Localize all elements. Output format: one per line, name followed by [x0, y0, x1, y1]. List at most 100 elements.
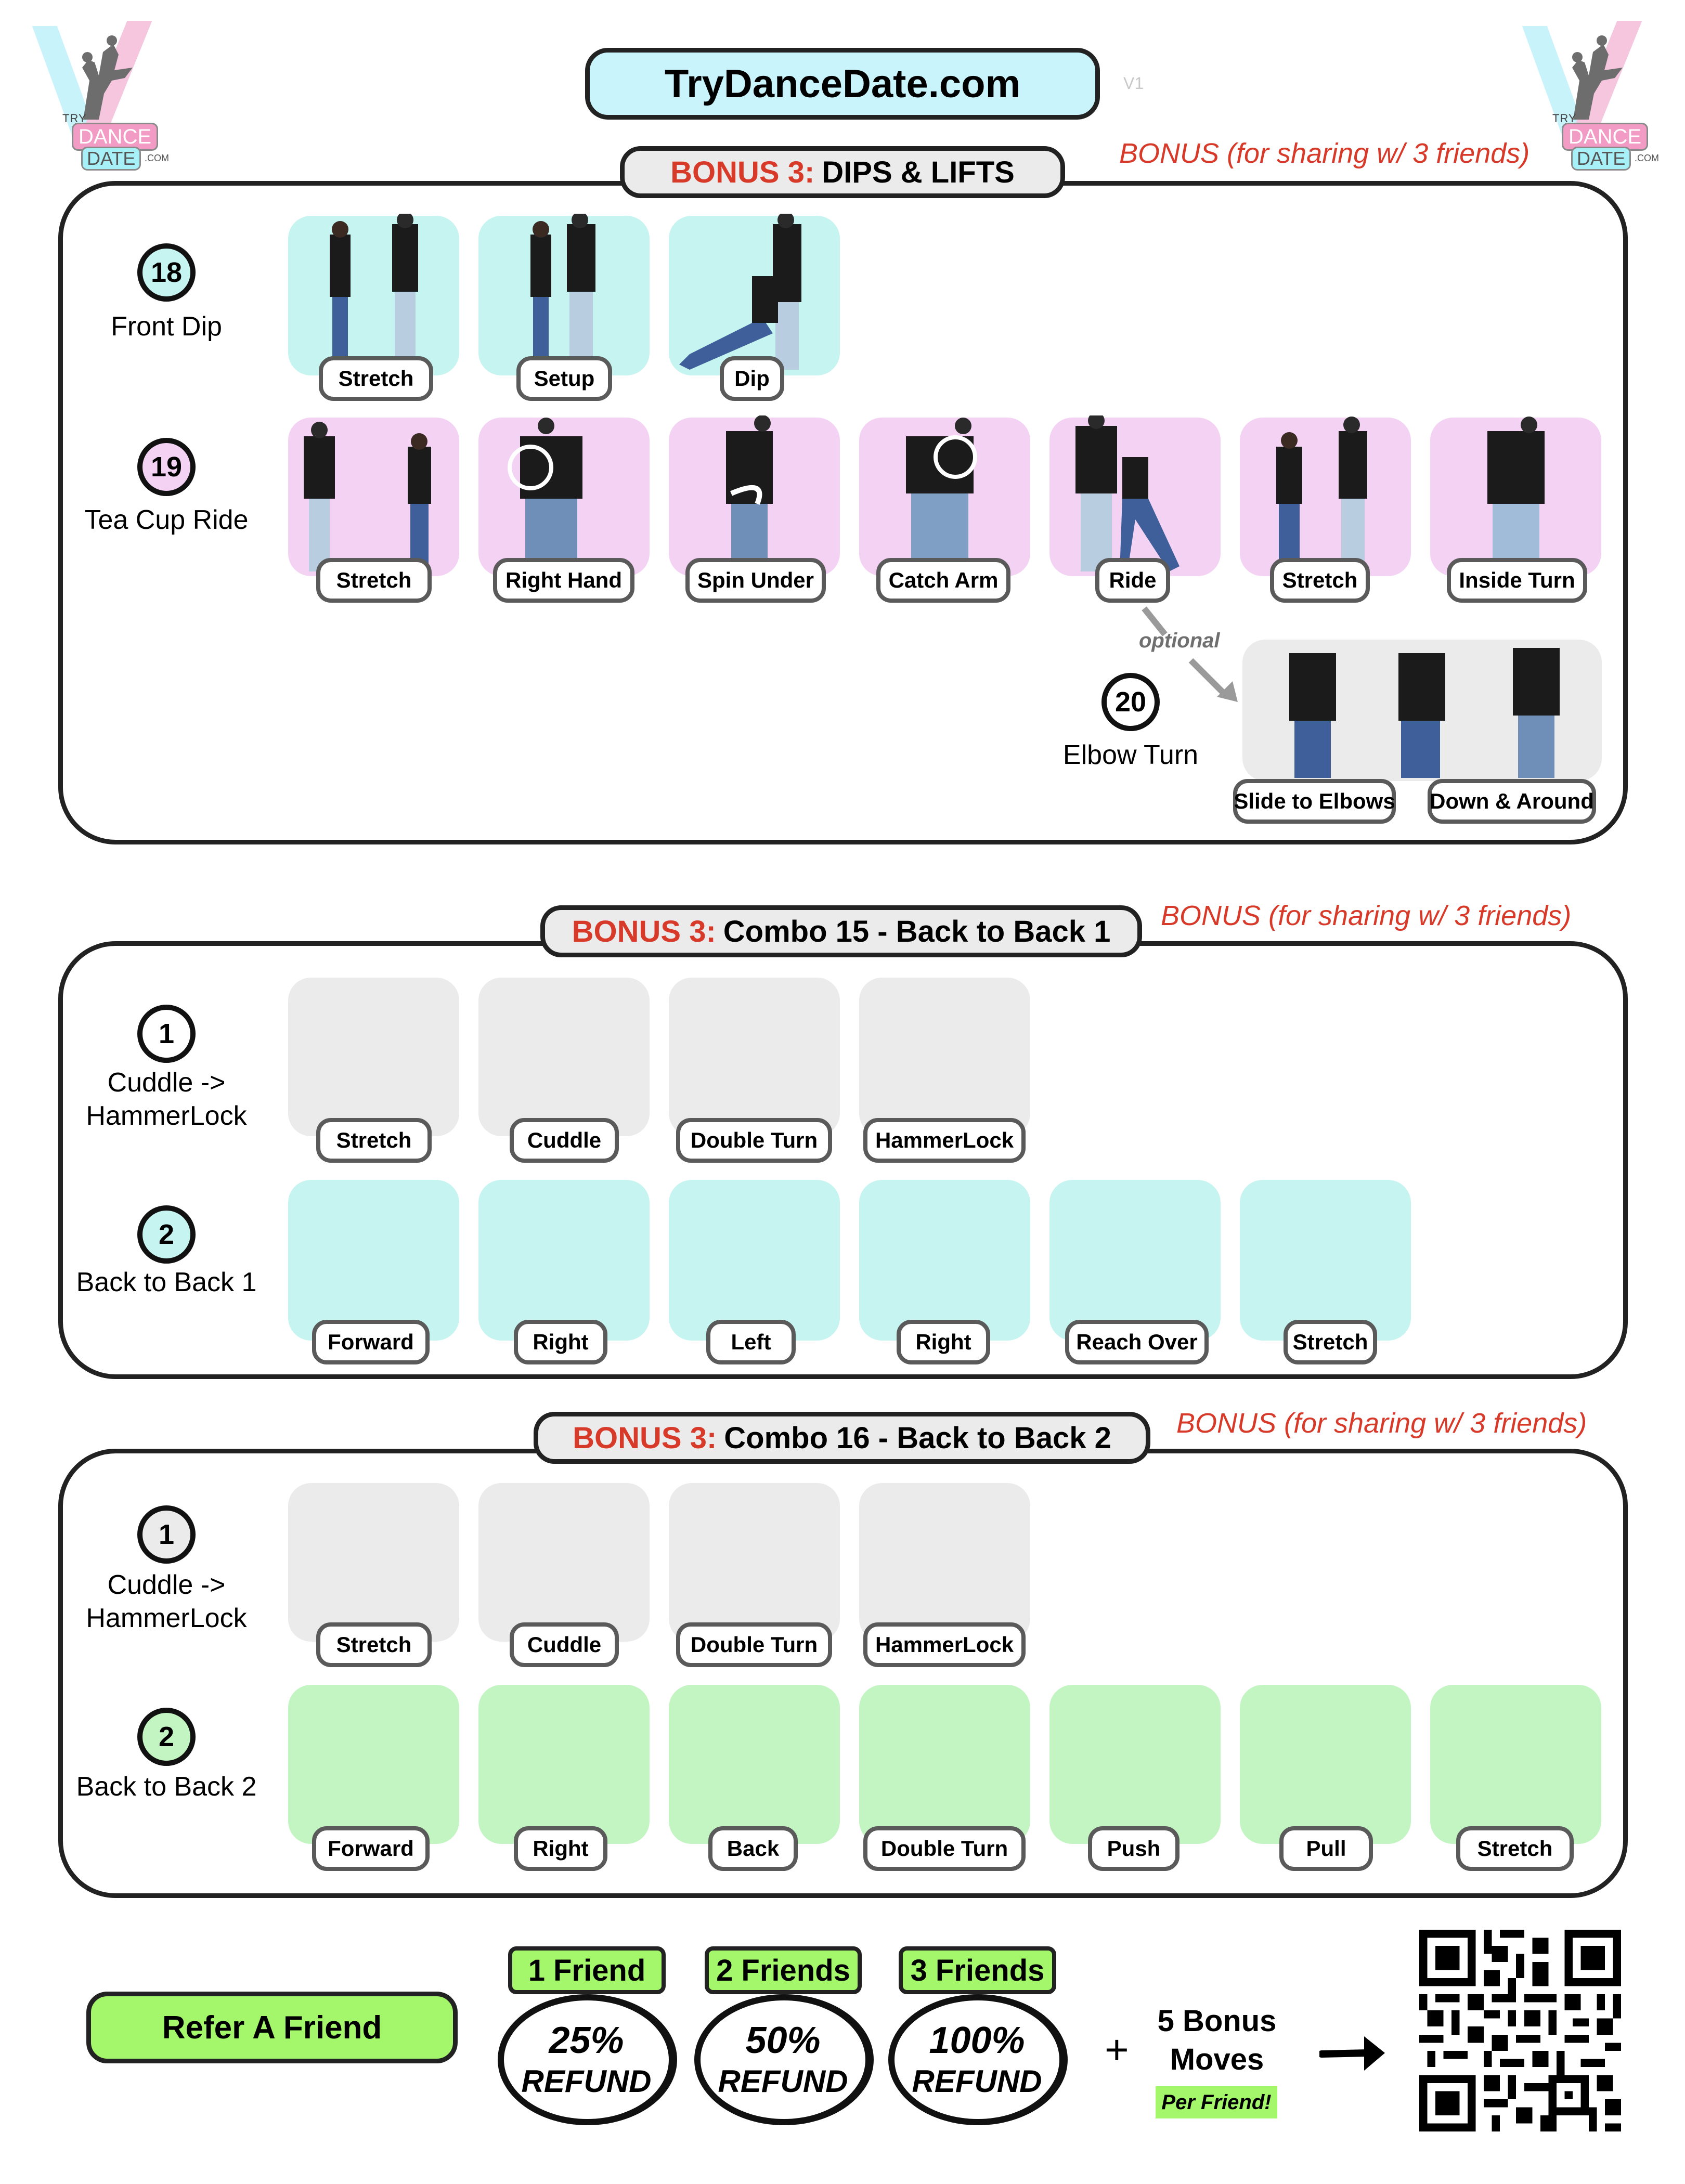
move-tile[interactable]: [1049, 415, 1221, 576]
refer-label[interactable]: Refer A Friend: [162, 2009, 382, 2046]
move-label: Stretch: [1456, 1826, 1574, 1871]
step-number-badge: 18: [137, 243, 196, 302]
move-tile[interactable]: [1240, 1685, 1411, 1844]
step-number-badge: 1: [137, 1505, 196, 1564]
dancing-couple-icon: [1572, 35, 1623, 120]
move-tile[interactable]: [1240, 417, 1411, 576]
site-title-box[interactable]: TryDanceDate.com: [585, 48, 1100, 120]
move-tile[interactable]: [288, 418, 459, 576]
move-tile[interactable]: [478, 1685, 650, 1844]
qr-code-icon[interactable]: [1419, 1930, 1621, 2131]
dancers-photo-icon: [508, 418, 582, 571]
move-label: Right: [514, 1320, 607, 1364]
move-label: Double Turn: [676, 1622, 832, 1667]
step-number: 19: [150, 451, 183, 483]
bonus-prefix: BONUS 3:: [573, 1421, 717, 1455]
move-tile[interactable]: [478, 214, 650, 375]
move-label: Spin Under: [685, 558, 826, 603]
move-tile[interactable]: [669, 1483, 840, 1642]
move-tile[interactable]: [669, 978, 840, 1136]
refund-oval-1: 25% REFUND: [498, 1994, 677, 2125]
dancers-photo-icon: [1289, 648, 1560, 778]
dancers-photo-icon: [530, 214, 595, 370]
step-number-badge: 2: [137, 1708, 196, 1766]
move-label: Inside Turn: [1447, 558, 1587, 603]
tier-friends: 3 Friends: [910, 1953, 1045, 1987]
move-tile[interactable]: [478, 1180, 650, 1341]
move-label: Reach Over: [1065, 1320, 1209, 1364]
move-label: Catch Arm: [876, 558, 1010, 603]
optional-label: optional: [1139, 629, 1220, 652]
move-label: Back: [708, 1826, 798, 1871]
tier-badge-3: 3 Friends: [899, 1946, 1056, 1994]
dancers-photo-icon: [726, 415, 773, 571]
move-tile[interactable]: [669, 1180, 840, 1341]
move-tile[interactable]: [288, 1483, 459, 1642]
move-tile[interactable]: [859, 1685, 1030, 1844]
step-number: 1: [158, 1018, 175, 1049]
trydancedate-logo-left: TRY DANCE DATE .COM: [32, 16, 169, 171]
section-header-pill: BONUS 3: Combo 15 - Back to Back 1: [540, 905, 1142, 957]
move-label: Cuddle: [510, 1622, 619, 1667]
bonus-prefix: BONUS 3:: [572, 914, 716, 948]
refund-word: REFUND: [521, 2064, 652, 2099]
move-tile[interactable]: [1240, 1180, 1411, 1341]
step-number: 20: [1114, 686, 1147, 718]
optional-arrow-icon: [1142, 606, 1238, 702]
move-label: Right: [514, 1826, 607, 1871]
move-tile[interactable]: [669, 415, 840, 576]
section-title: Combo 16 - Back to Back 2: [724, 1421, 1111, 1455]
trydancedate-logo-right: TRY DANCE DATE .COM: [1522, 16, 1659, 171]
move-name: Front Dip: [111, 311, 222, 342]
refund-percent: 25%: [549, 2020, 624, 2061]
move-tile[interactable]: [859, 418, 1030, 576]
move-tile[interactable]: [288, 978, 459, 1136]
refer-a-friend-button[interactable]: Refer A Friend: [86, 1992, 458, 2063]
move-tile[interactable]: [859, 1180, 1030, 1341]
move-label: Pull: [1279, 1826, 1373, 1871]
move-name-line2: HammerLock: [86, 1603, 247, 1633]
move-tile-wide[interactable]: [1242, 640, 1602, 781]
move-label: Double Turn: [863, 1826, 1026, 1871]
move-name: Back to Back 1: [76, 1267, 257, 1297]
move-tile[interactable]: [1430, 1685, 1601, 1844]
plus-icon: +: [1105, 2026, 1129, 2073]
logo-date: DATE: [1571, 147, 1631, 171]
section-title: DIPS & LIFTS: [822, 155, 1015, 189]
move-label: Stretch: [1270, 558, 1370, 603]
move-label: Double Turn: [676, 1118, 832, 1163]
move-tile[interactable]: [859, 1483, 1030, 1642]
step-number: 2: [158, 1721, 175, 1752]
step-number-badge: 19: [137, 438, 196, 496]
move-tile[interactable]: [859, 978, 1030, 1136]
site-title[interactable]: TryDanceDate.com: [664, 61, 1021, 106]
move-tile[interactable]: [288, 1685, 459, 1844]
move-tile[interactable]: [1049, 1180, 1221, 1341]
move-tile[interactable]: [478, 418, 650, 576]
move-label: Slide to Elbows: [1233, 779, 1396, 824]
move-tile[interactable]: [478, 1483, 650, 1642]
move-label: HammerLock: [863, 1118, 1026, 1163]
move-label: Forward: [312, 1826, 430, 1871]
move-tile[interactable]: [1049, 1685, 1221, 1844]
refund-oval-2: 50% REFUND: [694, 1994, 874, 2125]
move-tile[interactable]: [1430, 417, 1601, 576]
logo-dance: DANCE: [1562, 123, 1649, 151]
move-label: Right Hand: [493, 558, 634, 603]
logo-com: .COM: [145, 153, 169, 163]
move-name: Cuddle -> HammerLock: [73, 1066, 260, 1133]
move-label: HammerLock: [863, 1622, 1026, 1667]
tier-badge-2: 2 Friends: [705, 1946, 862, 1994]
move-label: Left: [706, 1320, 796, 1364]
move-label: Ride: [1095, 558, 1170, 603]
move-tile[interactable]: [288, 214, 459, 375]
move-tile[interactable]: [478, 978, 650, 1136]
bonus-prefix: BONUS 3:: [670, 155, 815, 189]
move-tile[interactable]: [288, 1180, 459, 1341]
step-number: 1: [158, 1519, 175, 1550]
dancers-photo-icon: [304, 422, 431, 571]
move-tile[interactable]: [669, 214, 840, 375]
section-title: Combo 15 - Back to Back 1: [723, 914, 1111, 948]
dancers-photo-icon: [1276, 417, 1367, 571]
move-tile[interactable]: [669, 1685, 840, 1844]
